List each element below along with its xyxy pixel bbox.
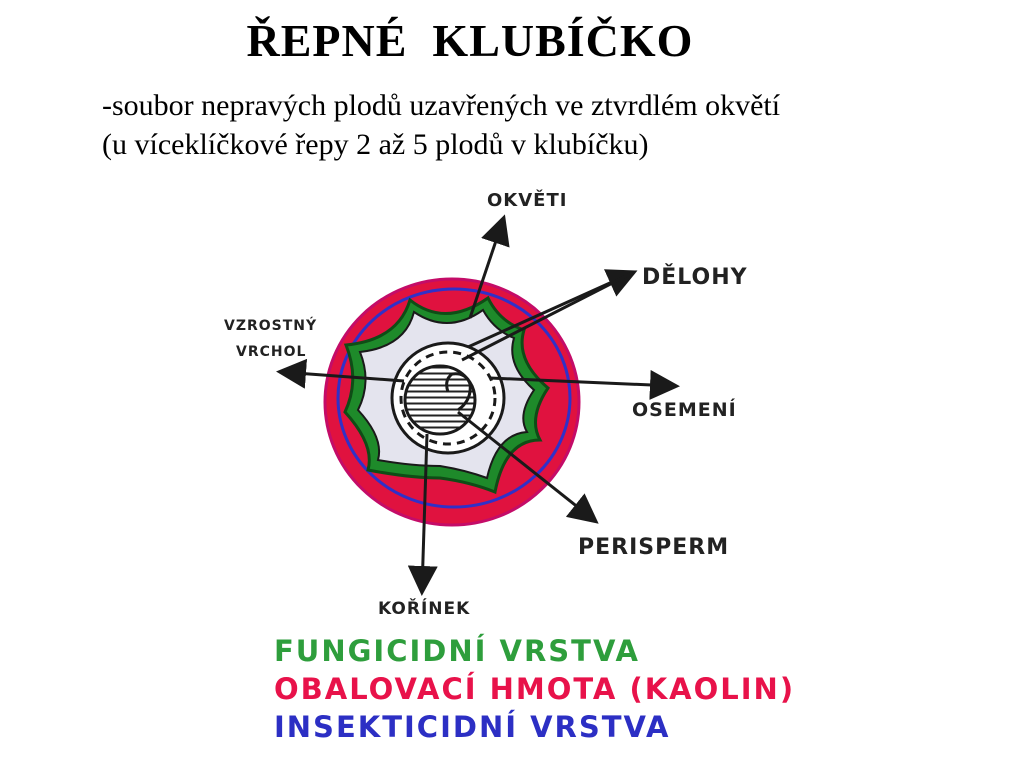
label-okveti: OKVĚTI (487, 189, 567, 211)
embryo (403, 364, 477, 436)
insecticide-ring (336, 287, 572, 509)
arrow-osemeni (489, 369, 680, 400)
legend-fungicide: FUNGICIDNÍ VRSTVA (274, 634, 640, 668)
label-perisperm: PERISPERM (578, 535, 729, 560)
subtitle-line-1: -soubor nepravých plodů uzavřených ve zt… (102, 89, 781, 122)
arrow-vzrostny (276, 358, 405, 389)
arrow-perisperm (457, 410, 599, 524)
page-title: ŘEPNÉ KLUBÍČKO (246, 15, 694, 66)
label-delohy: DĚLOHY (642, 264, 748, 290)
seed-coat-dashed (399, 350, 497, 446)
subtitle-line-2: (u víceklíčkové řepy 2 až 5 plodů v klub… (102, 128, 649, 161)
label-korinek: KOŘÍNEK (378, 597, 470, 619)
label-osemeni: OSEMENÍ (632, 398, 737, 421)
legend-coating: OBALOVACÍ HMOTA (KAOLIN) (274, 672, 796, 706)
arrow-korinek (407, 433, 438, 596)
legend-insecticide: INSEKTICIDNÍ VRSTVA (274, 710, 671, 744)
label-vzrostny-2: VRCHOL (236, 344, 306, 360)
arrow-delohy-2 (461, 271, 633, 362)
embryo-hook (445, 372, 472, 412)
label-vzrostny-1: VZROSTNÝ (224, 316, 317, 334)
subtitle: -soubor nepravých plodů uzavřených ve zt… (102, 86, 780, 164)
arrow-okveti (468, 214, 510, 319)
